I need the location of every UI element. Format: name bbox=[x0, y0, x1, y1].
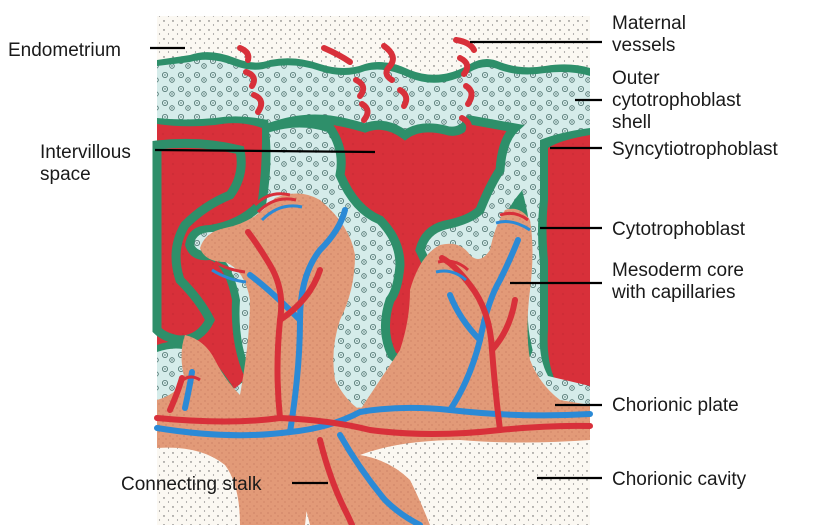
maternal-vessels bbox=[237, 37, 477, 139]
fetal-arteries bbox=[154, 229, 593, 525]
label-chorionic-plate: Chorionic plate bbox=[612, 395, 739, 416]
label-cytotrophoblast: Cytotrophoblast bbox=[612, 219, 746, 240]
label-outer-shell-line1: Outer bbox=[612, 68, 660, 89]
label-outer-shell-line3: shell bbox=[612, 112, 651, 133]
label-maternal-vessels-line2: vessels bbox=[612, 35, 675, 56]
label-chorionic-cavity: Chorionic cavity bbox=[612, 469, 747, 490]
label-endometrium: Endometrium bbox=[8, 40, 121, 61]
label-mesoderm-line1: Mesoderm core bbox=[612, 260, 744, 281]
villus-core-right bbox=[360, 208, 590, 430]
villus-core-left bbox=[157, 193, 360, 410]
label-connecting-stalk: Connecting stalk bbox=[121, 474, 262, 495]
label-outer-shell-line2: cytotrophoblast bbox=[612, 90, 742, 111]
label-maternal-vessels-line1: Maternal bbox=[612, 13, 686, 34]
leader-lines bbox=[150, 40, 602, 485]
label-intervillous-line1: Intervillous bbox=[40, 142, 131, 163]
label-intervillous-line2: space bbox=[40, 164, 91, 185]
label-syncytiotrophoblast: Syncytiotrophoblast bbox=[612, 139, 779, 160]
capillary-loops bbox=[176, 192, 531, 386]
fetal-veins bbox=[154, 207, 593, 525]
label-mesoderm-line2: with capillaries bbox=[611, 282, 736, 303]
intervillous-lake-center bbox=[266, 114, 525, 370]
